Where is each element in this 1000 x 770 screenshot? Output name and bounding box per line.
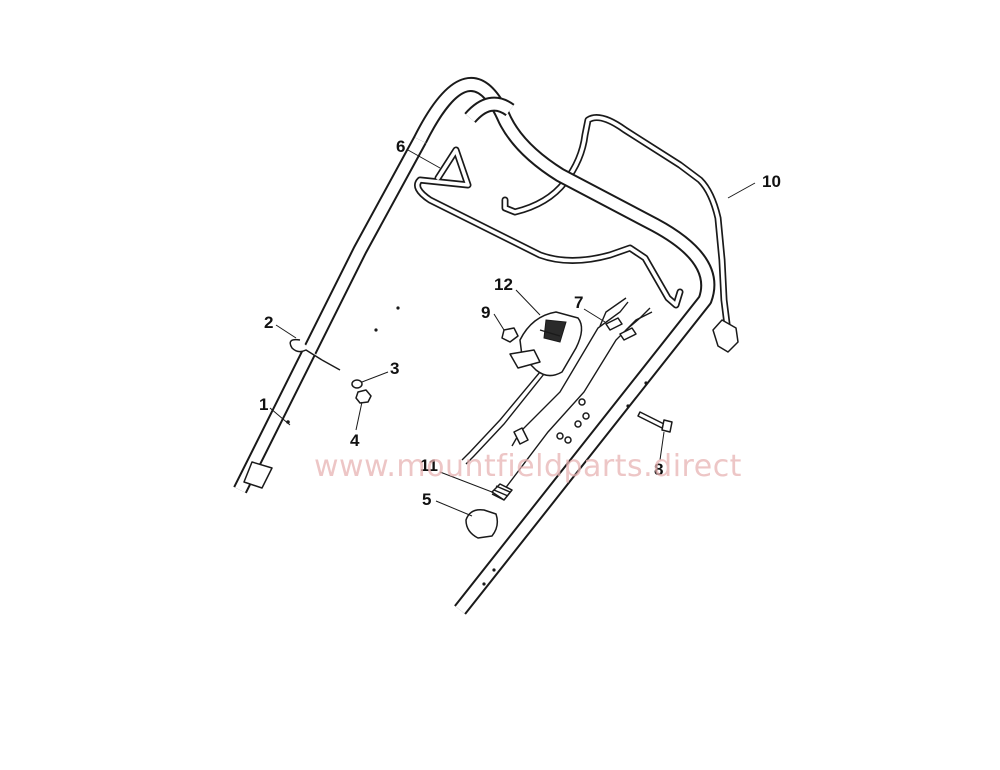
control-lever [509, 311, 583, 377]
callout-2: 2 [264, 313, 273, 332]
leader-7 [583, 308, 606, 323]
leader-2 [275, 324, 297, 339]
cable-guide-rod [414, 146, 684, 309]
leader-11 [439, 471, 493, 493]
callout-12: 12 [494, 275, 513, 294]
leader-4 [355, 401, 363, 431]
callout-3: 3 [390, 359, 399, 378]
hook-bolt [289, 338, 341, 371]
upper-handle-loop [413, 77, 716, 615]
callout-5: 5 [422, 490, 431, 509]
leader-6 [407, 149, 441, 169]
leader-10 [727, 182, 756, 199]
cable-clip [465, 508, 499, 539]
leader-5 [435, 500, 473, 517]
bolt [637, 411, 673, 433]
drive-bail-bar [501, 114, 739, 353]
callout-1: 1 [259, 395, 268, 414]
leader-8 [659, 431, 665, 461]
leader-9 [493, 313, 505, 331]
callout-11: 11 [420, 456, 438, 475]
leader-1 [269, 407, 291, 426]
callout-8: 8 [654, 460, 663, 479]
callout-7: 7 [574, 293, 583, 312]
callout-10: 10 [762, 172, 781, 191]
leader-3 [361, 371, 389, 383]
spring [491, 483, 513, 501]
bowden-cables [461, 297, 653, 491]
callout-9: 9 [481, 303, 490, 322]
callout-6: 6 [396, 137, 405, 156]
watermark-text: www.mountfieldparts.direct [314, 449, 742, 484]
washer [351, 379, 363, 389]
nut [355, 389, 372, 404]
lower-handle-left [233, 136, 427, 494]
control-knob [501, 327, 519, 343]
callout-4: 4 [350, 431, 360, 450]
leader-12 [515, 289, 541, 316]
